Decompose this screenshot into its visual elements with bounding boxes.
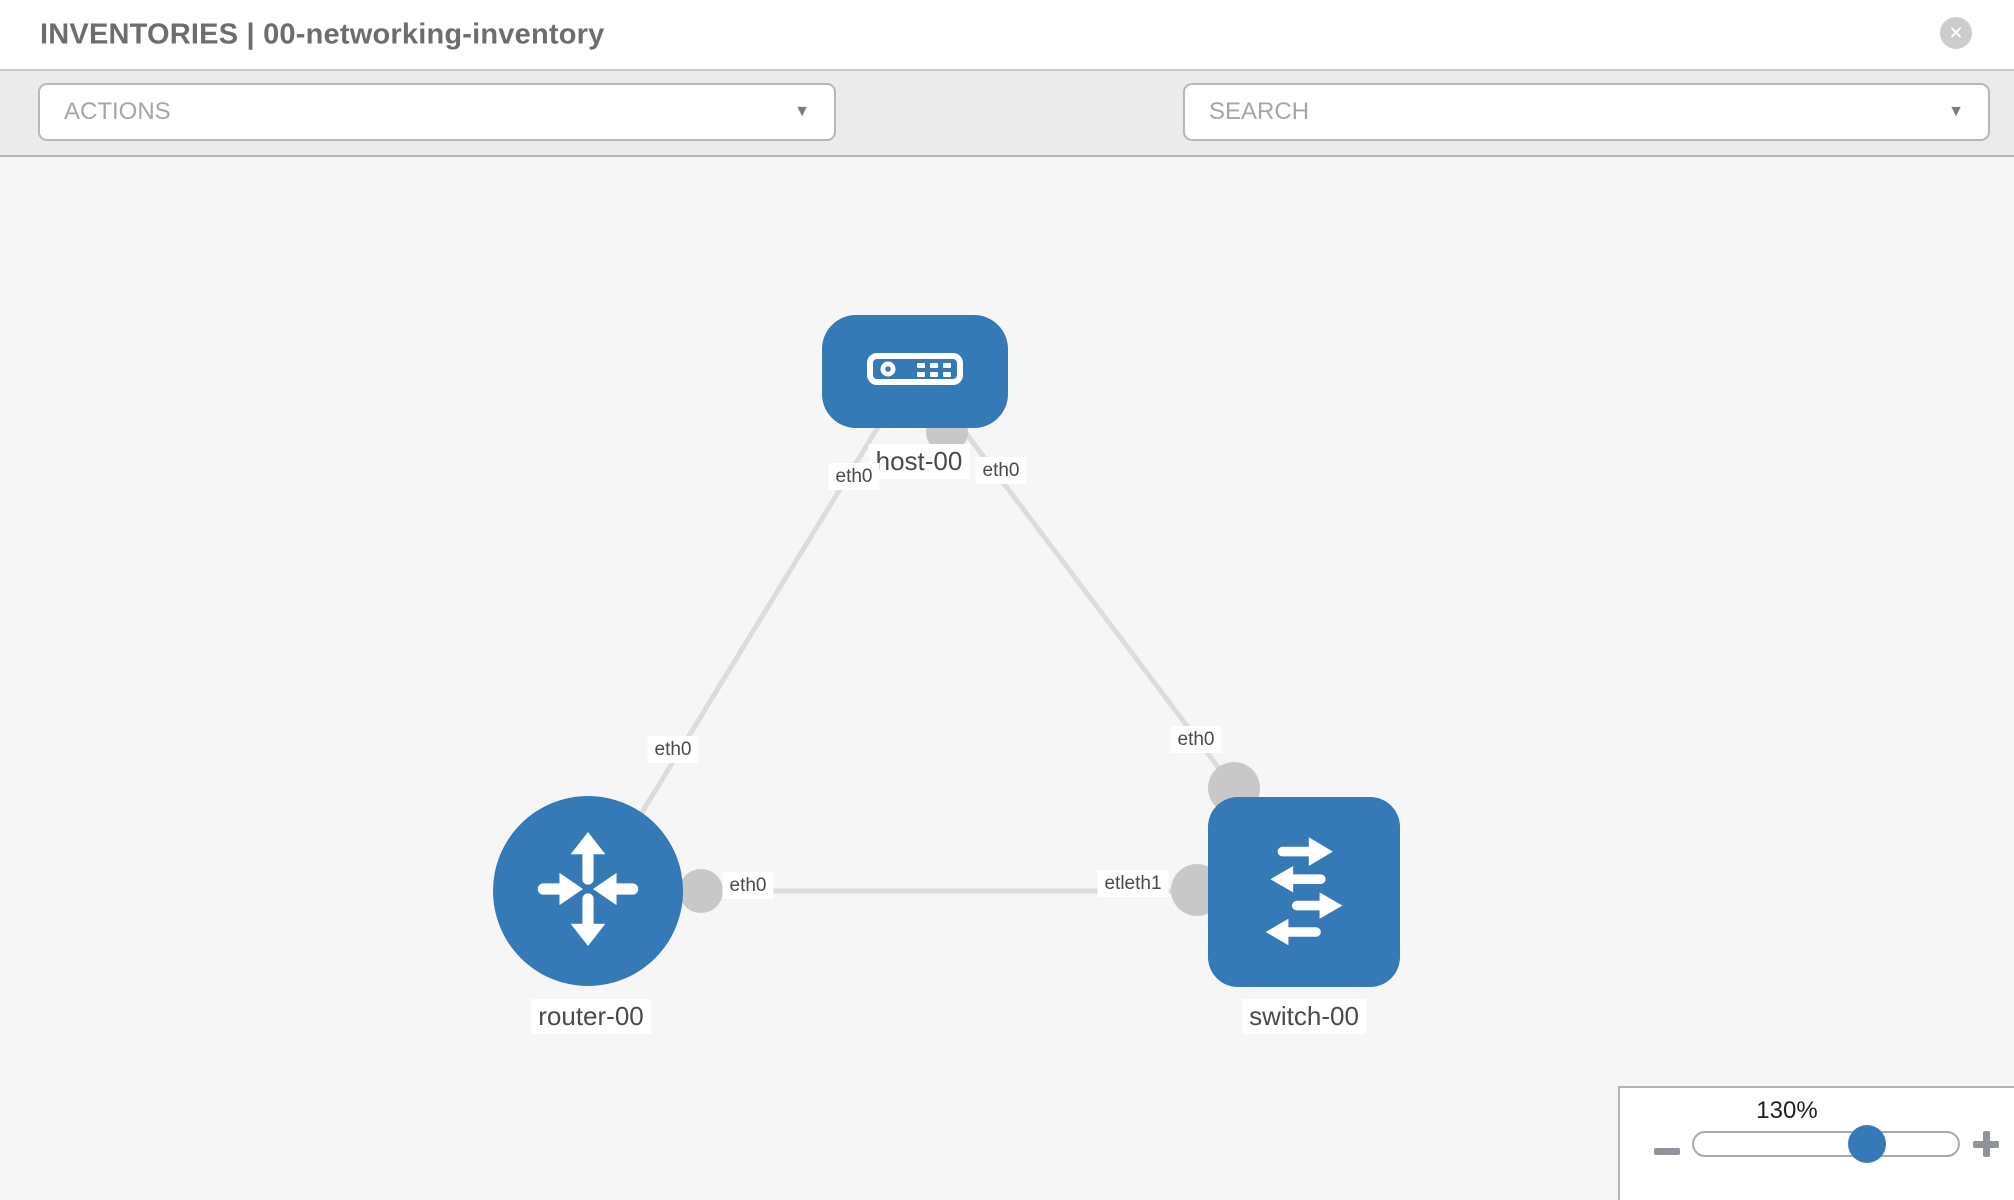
zoom-panel: 130% bbox=[1618, 1086, 2014, 1200]
search-dropdown-label: SEARCH bbox=[1209, 98, 1310, 125]
page-title: INVENTORIES | 00-networking-inventory bbox=[40, 18, 605, 50]
close-button[interactable]: ✕ bbox=[1940, 17, 1972, 49]
port-label-router-top: eth0 bbox=[647, 736, 699, 764]
router-arrows-icon bbox=[526, 827, 650, 956]
switch-arrows-icon bbox=[1244, 830, 1364, 955]
search-dropdown[interactable]: SEARCH ▼ bbox=[1183, 83, 1990, 141]
port-label-host-right: eth0 bbox=[975, 457, 1027, 485]
node-router-00[interactable] bbox=[493, 796, 683, 986]
zoom-slider-track[interactable] bbox=[1692, 1125, 1960, 1163]
header: INVENTORIES | 00-networking-inventory ✕ bbox=[0, 0, 2014, 71]
actions-dropdown-label: ACTIONS bbox=[64, 98, 171, 125]
actions-dropdown[interactable]: ACTIONS ▼ bbox=[38, 83, 836, 141]
port-label-switch-top: eth0 bbox=[1170, 726, 1222, 754]
zoom-slider-thumb[interactable] bbox=[1848, 1125, 1886, 1163]
port-label-router-right: eth0 bbox=[722, 872, 774, 900]
zoom-out-button[interactable] bbox=[1653, 1138, 1681, 1164]
chevron-down-icon: ▼ bbox=[1948, 103, 1964, 120]
toolbar: ACTIONS ▼ SEARCH ▼ bbox=[0, 71, 2014, 205]
node-label-switch-00: switch-00 bbox=[1242, 999, 1366, 1035]
plus-icon-vbar bbox=[1982, 1131, 1990, 1157]
chevron-down-icon: ▼ bbox=[794, 103, 810, 120]
node-host-00[interactable] bbox=[822, 315, 1008, 428]
zoom-level-value: 130% bbox=[1756, 1097, 1818, 1124]
close-icon: ✕ bbox=[1948, 22, 1964, 43]
server-icon bbox=[867, 353, 963, 390]
port-label-host-left: eth0 bbox=[828, 463, 880, 491]
port-label-switch-left: etleth1 bbox=[1097, 870, 1169, 898]
node-label-router-00: router-00 bbox=[531, 999, 651, 1035]
minus-icon bbox=[1654, 1148, 1680, 1155]
zoom-in-button[interactable] bbox=[1972, 1131, 2000, 1157]
node-switch-00[interactable] bbox=[1208, 797, 1400, 987]
topology-canvas[interactable] bbox=[0, 159, 2014, 1200]
node-label-host-00: host-00 bbox=[868, 444, 970, 480]
